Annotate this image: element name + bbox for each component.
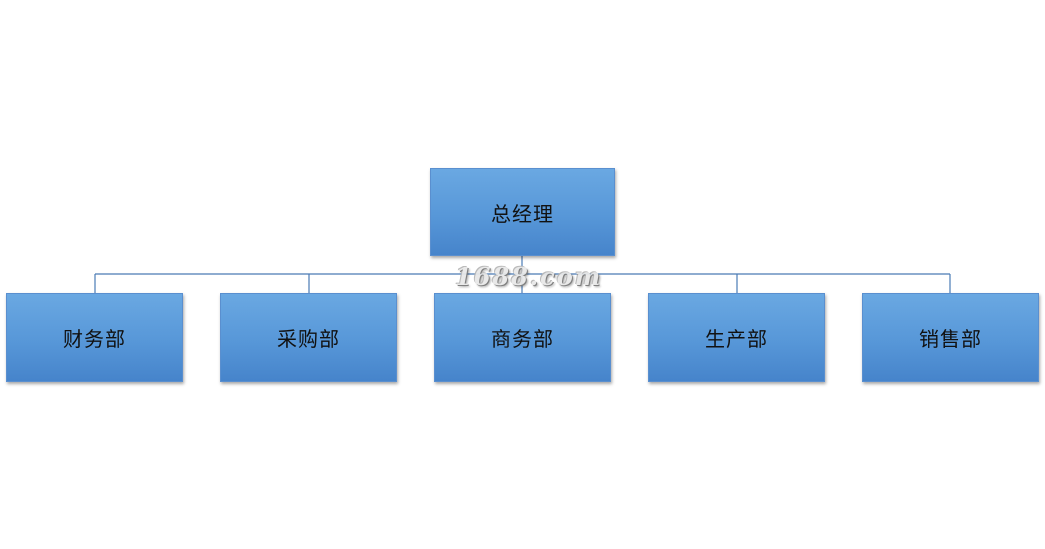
node-label: 销售部	[919, 327, 982, 351]
node-label: 总经理	[491, 201, 554, 226]
node-finance[interactable]: 财务部	[6, 293, 183, 382]
node-production[interactable]: 生产部	[648, 293, 825, 382]
node-label: 商务部	[491, 327, 554, 351]
node-label: 财务部	[63, 327, 126, 351]
watermark: 1688.com	[455, 262, 603, 291]
node-general-manager[interactable]: 总经理	[430, 168, 615, 256]
node-label: 采购部	[277, 327, 340, 351]
node-business[interactable]: 商务部	[434, 293, 611, 382]
node-label: 生产部	[705, 327, 768, 351]
node-purchasing[interactable]: 采购部	[220, 293, 397, 382]
node-sales[interactable]: 销售部	[862, 293, 1039, 382]
